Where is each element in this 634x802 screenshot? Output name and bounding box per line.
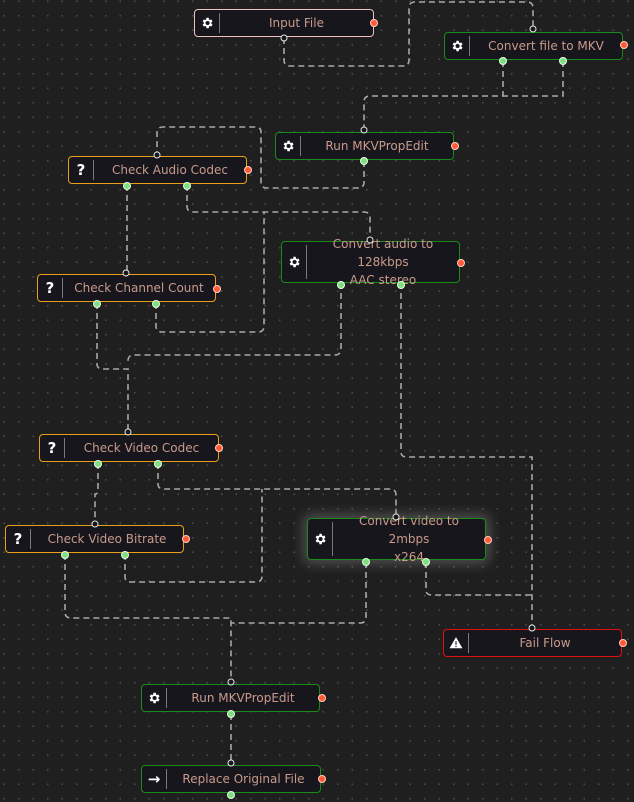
input-handle[interactable] bbox=[392, 513, 400, 521]
gear-icon bbox=[282, 245, 307, 279]
input-handle[interactable] bbox=[366, 236, 374, 244]
edge-check-audio-to-convert-audio[interactable] bbox=[186, 185, 371, 240]
gear-icon bbox=[308, 522, 333, 556]
node-check-video-bitrate[interactable]: ? Check Video Bitrate bbox=[5, 525, 184, 553]
node-label: Fail Flow bbox=[519, 636, 571, 650]
node-input-file[interactable]: Input File bbox=[194, 9, 374, 37]
node-label: Run MKVPropEdit bbox=[325, 139, 429, 153]
error-handle[interactable] bbox=[318, 694, 326, 702]
node-label: Run MKVPropEdit bbox=[191, 691, 295, 705]
edge-check-video-codec-to-bitrate[interactable] bbox=[94, 463, 99, 521]
node-check-channel-count[interactable]: ? Check Channel Count bbox=[37, 274, 216, 302]
error-handle[interactable] bbox=[451, 142, 459, 150]
edge-convert-mkv-to-mkvpropedit[interactable] bbox=[363, 61, 504, 130]
output-handle[interactable] bbox=[397, 281, 405, 289]
input-handle[interactable] bbox=[124, 428, 132, 436]
error-handle[interactable] bbox=[182, 535, 190, 543]
gear-icon bbox=[195, 13, 220, 33]
node-fail-flow[interactable]: Fail Flow bbox=[443, 629, 622, 657]
error-handle[interactable] bbox=[484, 536, 492, 544]
question-icon: ? bbox=[40, 438, 65, 458]
output-handle[interactable] bbox=[227, 710, 235, 718]
node-label: Convert file to MKV bbox=[488, 39, 604, 53]
node-convert-audio[interactable]: Convert audio to 128kbps AAC stereo bbox=[281, 237, 460, 287]
edge-convert-video-to-mkvpropedit-2[interactable] bbox=[231, 562, 367, 624]
node-label: Check Channel Count bbox=[74, 281, 204, 295]
input-handle[interactable] bbox=[529, 25, 537, 33]
output-handle[interactable] bbox=[337, 281, 345, 289]
input-handle[interactable] bbox=[153, 151, 161, 159]
question-icon: ? bbox=[38, 278, 63, 298]
output-handle[interactable] bbox=[360, 157, 368, 165]
output-handle[interactable] bbox=[154, 460, 162, 468]
node-label: Replace Original File bbox=[182, 772, 305, 786]
node-run-mkvpropedit[interactable]: Run MKVPropEdit bbox=[275, 132, 454, 160]
output-handle[interactable] bbox=[280, 34, 288, 42]
output-handle[interactable] bbox=[94, 460, 102, 468]
warning-icon bbox=[444, 633, 469, 653]
node-convert-file-to-mkv[interactable]: Convert file to MKV bbox=[444, 32, 623, 60]
edge-convert-audio-to-fail-flow[interactable] bbox=[400, 283, 533, 627]
node-label: Input File bbox=[269, 16, 324, 30]
question-icon: ? bbox=[6, 529, 31, 549]
edge-convert-video-to-fail-flow[interactable] bbox=[425, 562, 532, 596]
error-handle[interactable] bbox=[619, 639, 627, 647]
node-replace-original-file[interactable]: → Replace Original File bbox=[141, 765, 321, 793]
output-handle[interactable] bbox=[61, 551, 69, 559]
node-convert-video[interactable]: Convert video to 2mbps x264 bbox=[307, 514, 486, 564]
output-handle[interactable] bbox=[183, 182, 191, 190]
arrow-right-icon: → bbox=[142, 769, 167, 789]
gear-icon bbox=[142, 688, 167, 708]
edge-check-video-codec-to-convert-video[interactable] bbox=[157, 463, 397, 516]
question-icon: ? bbox=[69, 160, 94, 180]
output-handle[interactable] bbox=[559, 57, 567, 65]
output-handle[interactable] bbox=[152, 300, 160, 308]
input-handle[interactable] bbox=[227, 678, 235, 686]
node-check-audio-codec[interactable]: ? Check Audio Codec bbox=[68, 156, 247, 184]
input-handle[interactable] bbox=[91, 520, 99, 528]
edge-convert-mkv-alt-to-mkvpropedit[interactable] bbox=[503, 61, 564, 97]
error-handle[interactable] bbox=[244, 166, 252, 174]
node-label: Check Video Bitrate bbox=[47, 532, 167, 546]
edge-video-bitrate-to-mkvpropedit-2[interactable] bbox=[64, 554, 232, 681]
output-handle[interactable] bbox=[362, 558, 370, 566]
error-handle[interactable] bbox=[215, 444, 223, 452]
gear-icon bbox=[445, 36, 470, 56]
input-handle[interactable] bbox=[360, 126, 368, 134]
gear-icon bbox=[276, 136, 301, 156]
input-handle[interactable] bbox=[227, 759, 235, 767]
node-label: Check Audio Codec bbox=[112, 163, 228, 177]
input-handle[interactable] bbox=[528, 624, 536, 632]
error-handle[interactable] bbox=[457, 259, 465, 267]
error-handle[interactable] bbox=[370, 19, 378, 27]
node-label: Check Video Codec bbox=[83, 441, 200, 455]
error-handle[interactable] bbox=[213, 285, 221, 293]
output-handle[interactable] bbox=[422, 558, 430, 566]
output-handle[interactable] bbox=[121, 551, 129, 559]
node-run-mkvpropedit-2[interactable]: Run MKVPropEdit bbox=[141, 684, 320, 712]
output-handle[interactable] bbox=[227, 791, 235, 799]
output-handle[interactable] bbox=[499, 57, 507, 65]
output-handle[interactable] bbox=[93, 300, 101, 308]
node-check-video-codec[interactable]: ? Check Video Codec bbox=[39, 434, 219, 462]
error-handle[interactable] bbox=[620, 41, 628, 49]
node-label: Convert audio to 128kbps AAC stereo bbox=[332, 237, 434, 287]
input-handle[interactable] bbox=[122, 269, 130, 277]
edge-channel-count-to-video-codec[interactable] bbox=[96, 303, 129, 431]
edge-channel-count-to-convert-audio[interactable] bbox=[155, 212, 265, 333]
node-label: Convert video to 2mbps x264 bbox=[359, 514, 459, 564]
error-handle[interactable] bbox=[318, 775, 326, 783]
output-handle[interactable] bbox=[123, 182, 131, 190]
